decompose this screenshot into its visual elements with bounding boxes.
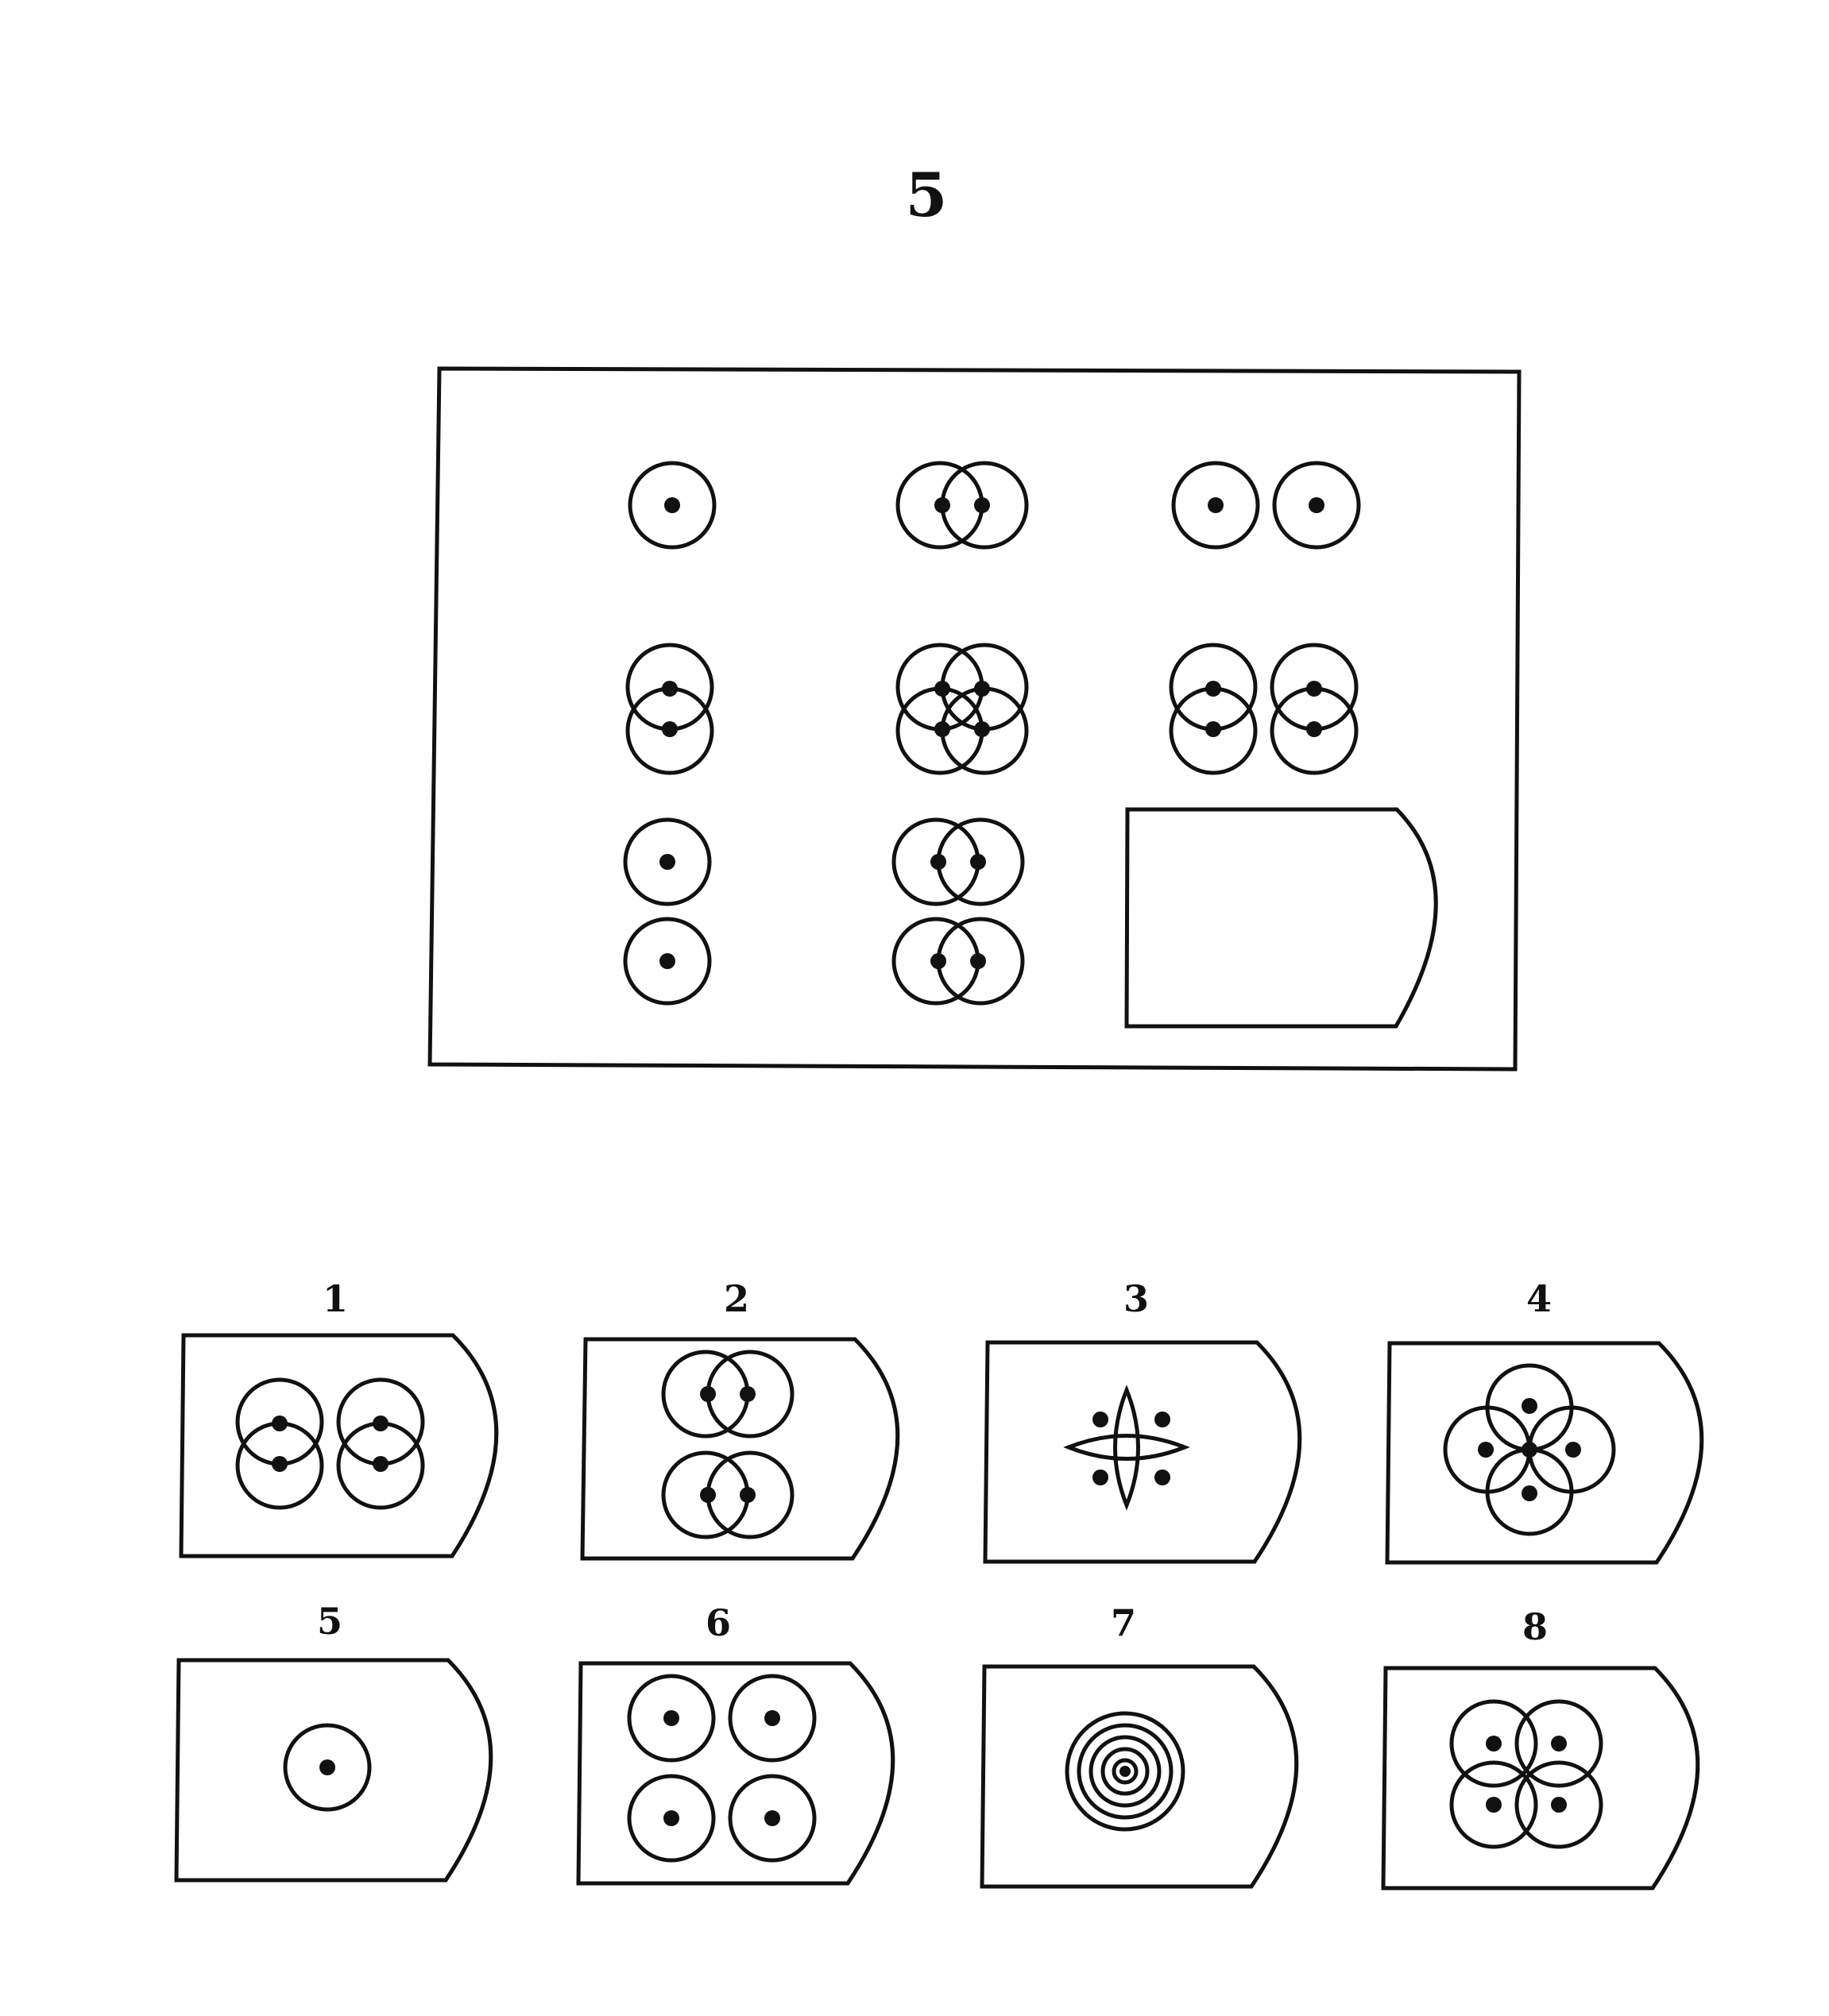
option-5[interactable]	[174, 1658, 493, 1883]
option-number-4: 4	[1525, 1277, 1552, 1320]
option-number-6: 6	[705, 1601, 731, 1644]
matrix-cell-1-3	[1171, 461, 1361, 550]
option-number-1: 1	[322, 1277, 348, 1320]
matrix-frame	[427, 366, 1522, 1072]
option-6[interactable]	[576, 1661, 895, 1886]
matrix-cell-2-3	[1169, 643, 1359, 775]
option-1[interactable]	[179, 1333, 499, 1558]
option-number-3: 3	[1123, 1277, 1149, 1320]
option-3[interactable]	[983, 1340, 1302, 1564]
matrix-cell-2-1	[625, 643, 714, 775]
matrix-cell-1-2	[895, 461, 1029, 550]
option-4[interactable]	[1385, 1341, 1704, 1565]
matrix-cell-1-1	[628, 461, 717, 550]
option-number-2: 2	[723, 1277, 749, 1320]
answer-slot	[1124, 807, 1438, 1029]
page-number: 5	[905, 160, 948, 230]
matrix-cell-3-2	[891, 817, 1025, 1006]
option-number-5: 5	[316, 1600, 342, 1643]
matrix-cell-3-1	[623, 817, 712, 1006]
option-number-7: 7	[1110, 1601, 1136, 1644]
option-2[interactable]	[580, 1337, 900, 1561]
matrix-cell-2-2	[895, 643, 1029, 775]
option-number-8: 8	[1522, 1605, 1548, 1648]
option-8[interactable]	[1381, 1666, 1700, 1890]
option-7[interactable]	[980, 1664, 1299, 1889]
